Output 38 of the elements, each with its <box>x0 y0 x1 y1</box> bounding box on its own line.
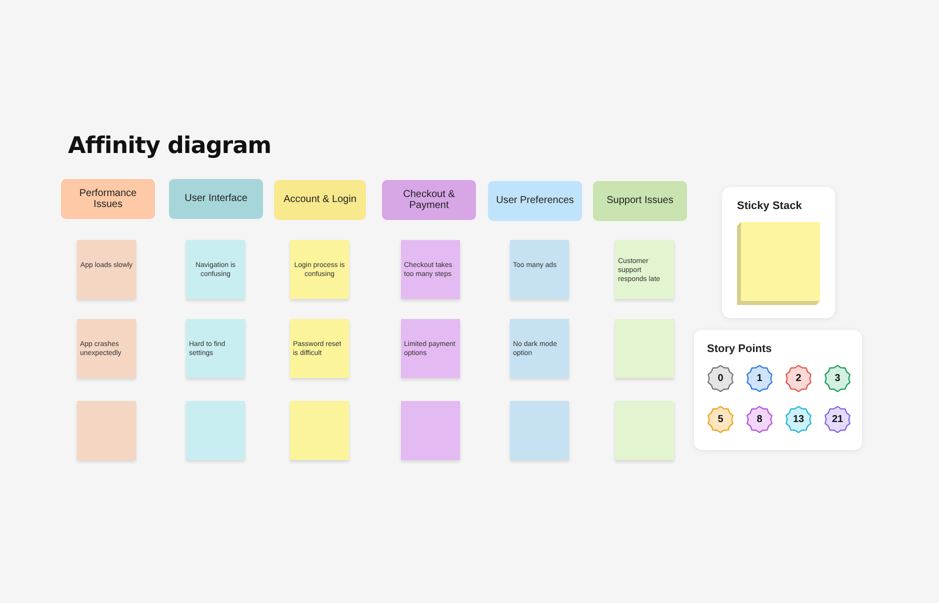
sticky-note <box>186 240 245 299</box>
sticky-note <box>510 319 569 378</box>
panel-title: Sticky Stack <box>737 200 802 212</box>
story-point-badge: 13 <box>785 406 812 433</box>
category-header: Support Issues <box>593 181 687 221</box>
category-header: Account & Login <box>274 180 366 220</box>
sticky-note <box>401 319 460 378</box>
category-header: Performance Issues <box>61 179 155 219</box>
sticky-note <box>77 240 136 299</box>
panel-title: Story Points <box>707 343 772 355</box>
story-point-badge: 0 <box>707 365 734 392</box>
sticky-note <box>510 240 569 299</box>
sticky-stack-drawing <box>737 222 820 305</box>
sticky-note <box>401 401 460 460</box>
sticky-note <box>401 240 460 299</box>
sticky-note <box>290 319 349 378</box>
story-point-badge: 8 <box>746 406 773 433</box>
sticky-note <box>615 401 674 460</box>
sticky-note <box>615 319 674 378</box>
story-point-badge: 2 <box>785 365 812 392</box>
category-header: User Preferences <box>488 181 582 221</box>
panel-card <box>722 187 835 318</box>
sticky-note <box>615 240 674 299</box>
sticky-note <box>77 319 136 378</box>
category-header: Checkout & Payment <box>382 180 476 220</box>
sticky-note <box>290 240 349 299</box>
sticky-note <box>290 401 349 460</box>
sticky-note <box>77 401 136 460</box>
story-point-badge: 5 <box>707 406 734 433</box>
category-header: User Interface <box>169 179 263 219</box>
story-point-badge: 3 <box>824 365 851 392</box>
sticky-note <box>186 319 245 378</box>
story-point-badge: 21 <box>824 406 851 433</box>
panel-card <box>694 330 862 450</box>
sticky-note <box>186 401 245 460</box>
diagram-title: Affinity diagram <box>68 133 272 159</box>
sticky-note <box>510 401 569 460</box>
story-point-badge: 1 <box>746 365 773 392</box>
